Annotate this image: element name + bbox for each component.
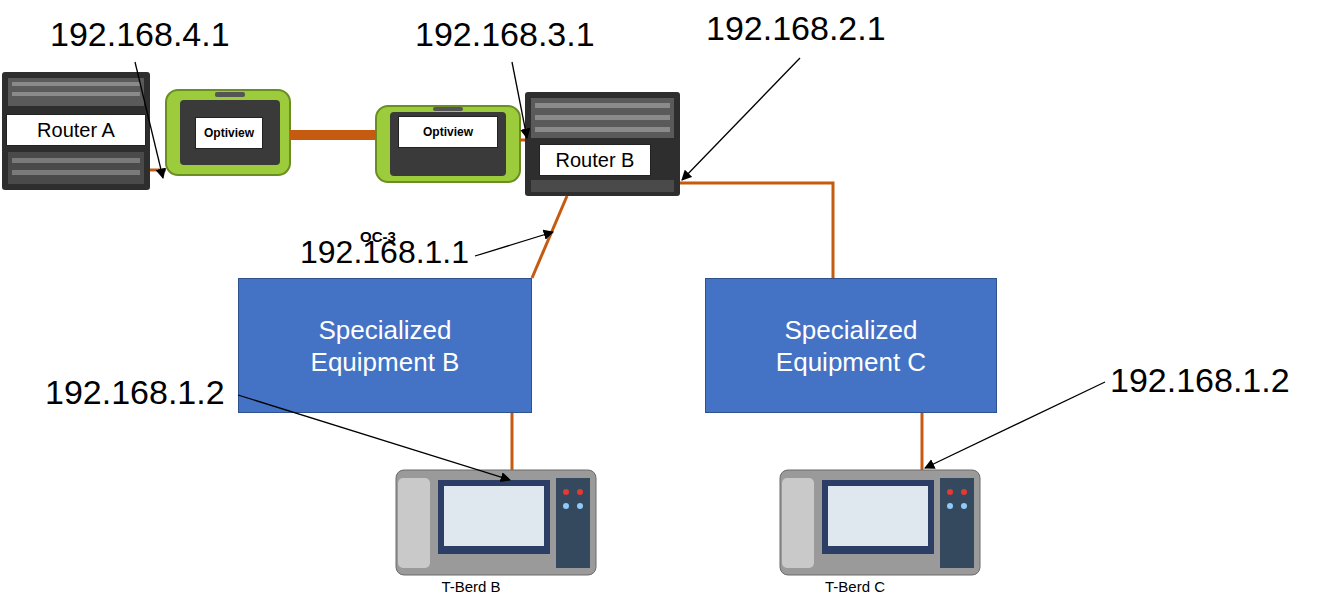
router-body [2, 72, 150, 190]
leader-line [475, 232, 553, 256]
router-slot [12, 170, 140, 175]
tberd-handle [398, 478, 430, 568]
optiview-button [215, 92, 245, 97]
router-device: Router B [525, 92, 680, 196]
device-label: Router B [539, 144, 651, 176]
tberd-led [563, 503, 569, 509]
router-slot [535, 115, 670, 120]
optiview-device: Optiview [376, 106, 520, 182]
ip-address: 192.168.3.1 [415, 14, 595, 54]
leader-line [238, 395, 510, 480]
ip-address: 192.168.4.1 [50, 14, 230, 54]
leader-line [135, 62, 163, 178]
equipment-label: Specialized Equipment B [283, 314, 487, 378]
tberd-device [396, 470, 596, 575]
router-chassis [525, 92, 680, 196]
leader-line [682, 58, 800, 180]
router-slot [8, 78, 144, 106]
tberd-bezel [438, 480, 550, 554]
device-label: Optiview [195, 117, 263, 149]
optiview-device [376, 106, 520, 182]
network-link [511, 413, 514, 470]
device-label: T-Berd C [780, 576, 930, 596]
router-device: Router A [2, 72, 150, 190]
optiview-bezel [390, 112, 506, 176]
device-label: T-Berd B [396, 576, 546, 596]
router-chassis [2, 72, 150, 190]
leader-line [925, 382, 1105, 468]
tberd-bezel [822, 480, 934, 554]
router-slot [531, 180, 674, 192]
tberd-device [780, 470, 980, 575]
tberd-device: T-Berd B [396, 470, 596, 575]
tberd-led [577, 489, 583, 495]
device-label: Router A [6, 114, 146, 146]
tberd-handle [782, 478, 814, 568]
network-link [520, 139, 525, 142]
tberd-body [396, 470, 596, 575]
network-link [150, 169, 166, 172]
network-link [680, 183, 833, 278]
ip-address: 192.168.1.2 [45, 372, 225, 412]
optiview-bezel [180, 100, 280, 165]
ip-address: 192.168.2.1 [706, 8, 886, 48]
tberd-led [961, 503, 967, 509]
tberd-body [780, 470, 980, 575]
router-body [525, 92, 680, 196]
tberd-led [563, 489, 569, 495]
equipment-box: Specialized Equipment C [705, 278, 997, 413]
equipment-box: Specialized Equipment B [238, 278, 532, 413]
tberd-device: T-Berd C [780, 470, 980, 575]
router-slot [12, 82, 140, 86]
leader-line [512, 62, 527, 138]
router-slot [535, 127, 670, 132]
tberd-panel [940, 478, 974, 568]
link-label: OC-3 [360, 228, 396, 245]
equipment-label: Specialized Equipment C [750, 314, 952, 378]
router-slot [8, 152, 144, 184]
tberd-led [961, 489, 967, 495]
ip-address: 192.168.1.2 [1110, 360, 1290, 400]
tberd-panel [556, 478, 590, 568]
tberd-screen [828, 486, 928, 546]
optiview-device: Optiview [166, 90, 290, 175]
network-link [290, 130, 376, 140]
device-label: Optiview [398, 116, 498, 148]
router-slot [531, 98, 674, 138]
optiview-body [376, 106, 520, 182]
router-slot [12, 158, 140, 163]
network-link [532, 196, 567, 278]
tberd-screen [444, 486, 544, 546]
router-slot [12, 92, 140, 96]
optiview-device [166, 90, 290, 175]
tberd-led [947, 489, 953, 495]
tberd-led [577, 503, 583, 509]
router-slot [535, 103, 670, 108]
network-link [921, 413, 924, 470]
optiview-button [433, 107, 463, 111]
optiview-body [166, 90, 290, 175]
tberd-led [947, 503, 953, 509]
